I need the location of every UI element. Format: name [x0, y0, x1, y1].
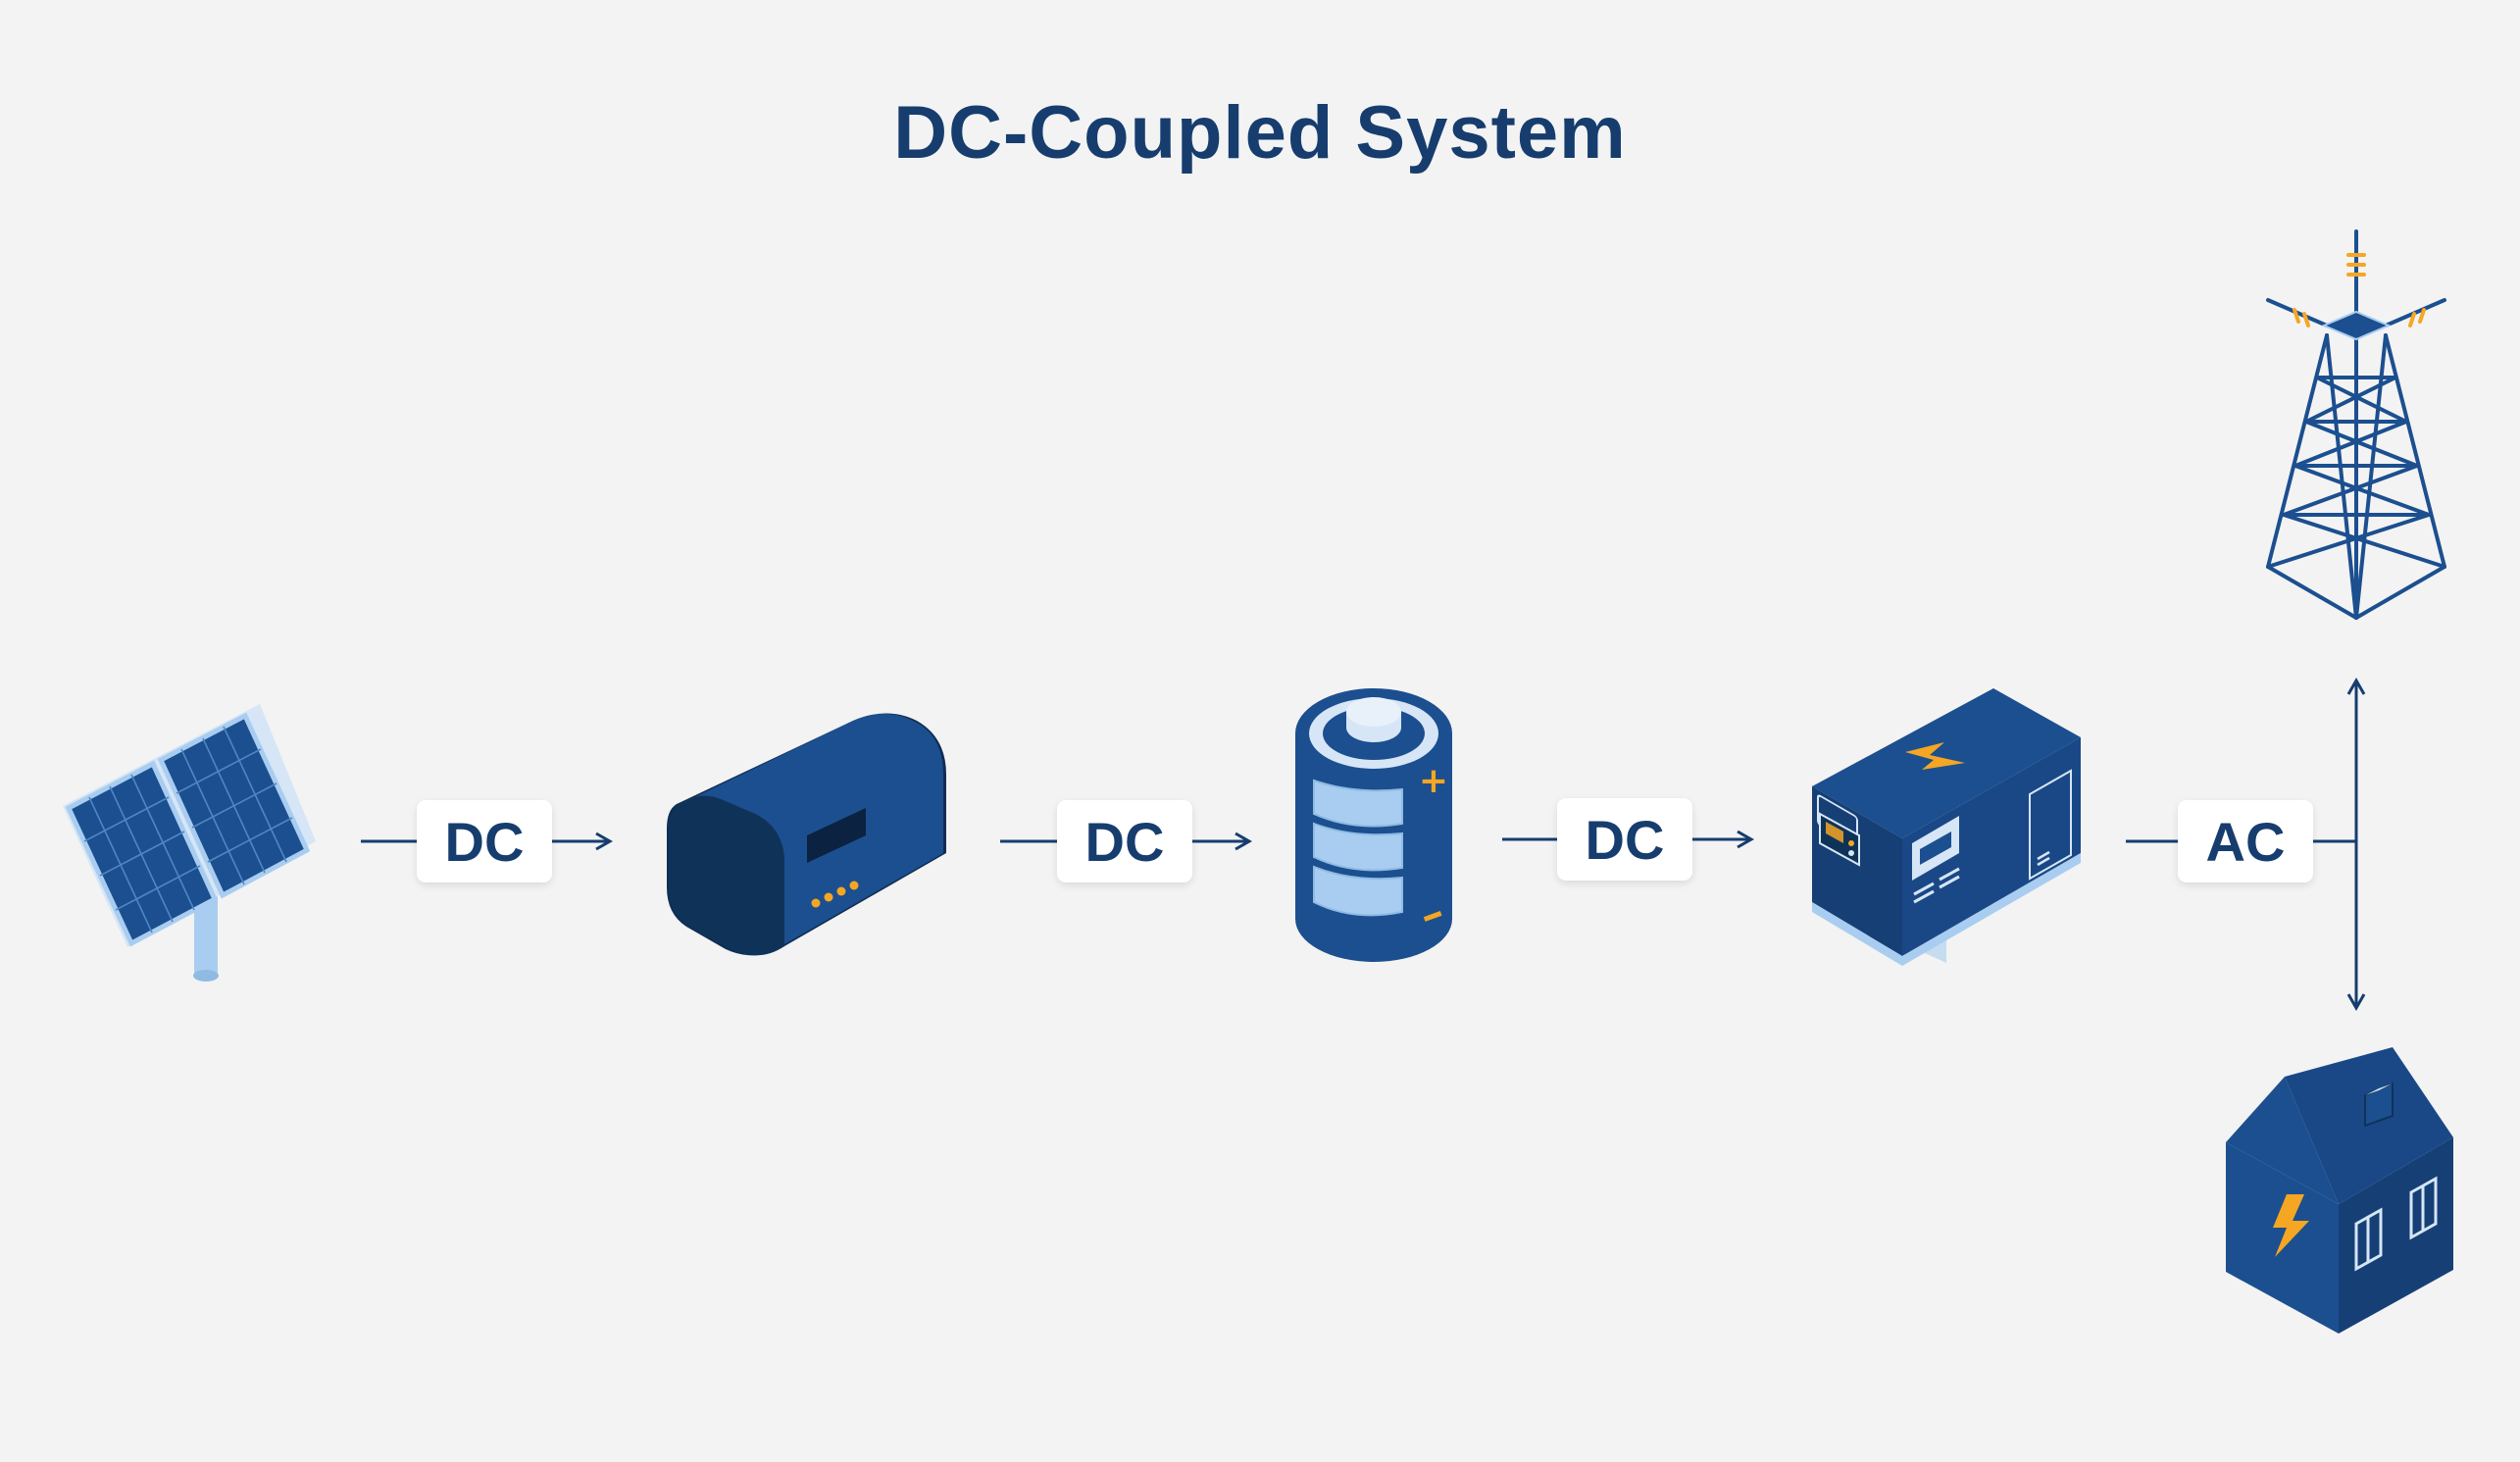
house-icon [2226, 1047, 2453, 1334]
connection-label-ac: AC [2178, 800, 2313, 882]
connection-label-dc-3: DC [1557, 798, 1692, 881]
connection-label-dc-2: DC [1057, 800, 1192, 882]
charge-controller-icon [667, 713, 946, 956]
svg-text:+: + [1419, 761, 1448, 801]
transmission-tower-icon [2266, 229, 2446, 620]
battery-icon: + [1295, 688, 1452, 962]
inverter-icon [1812, 688, 2081, 966]
connection-label-dc-1: DC [417, 800, 552, 882]
diagram-title: DC-Coupled System [893, 91, 1627, 175]
solar-panel-icon [63, 704, 316, 982]
